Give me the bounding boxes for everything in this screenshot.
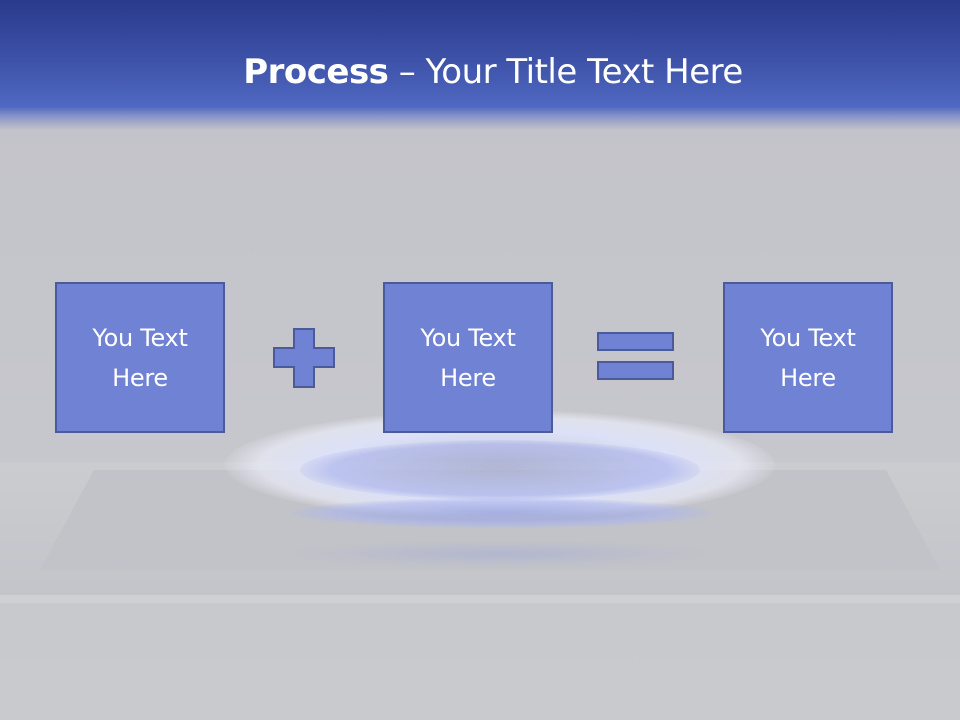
process-box-3-text: You Text Here <box>760 323 856 392</box>
title-banner: Process – Your Title Text Here <box>0 0 960 130</box>
flame-ring-image <box>300 440 700 500</box>
plus-icon <box>273 328 335 388</box>
title-rest: – Your Title Text Here <box>388 52 744 92</box>
burner-reflection-image <box>280 540 720 568</box>
slide-title[interactable]: Process – Your Title Text Here <box>0 52 960 92</box>
stove-edge-background <box>0 595 960 603</box>
process-box-3[interactable]: You Text Here <box>723 282 893 433</box>
equals-bar-top <box>597 332 674 351</box>
process-box-2[interactable]: You Text Here <box>383 282 553 433</box>
burner-image <box>292 498 712 528</box>
process-box-1[interactable]: You Text Here <box>55 282 225 433</box>
equals-bar-bottom <box>597 361 674 380</box>
process-box-1-text: You Text Here <box>92 323 188 392</box>
process-box-2-text: You Text Here <box>420 323 516 392</box>
title-bold: Process <box>243 52 389 92</box>
